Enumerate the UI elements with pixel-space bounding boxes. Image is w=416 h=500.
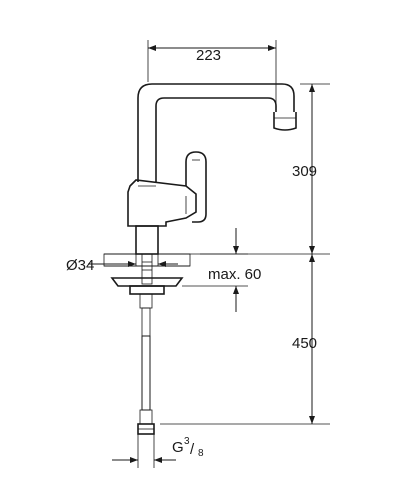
spout-column [137,83,295,182]
dimension-hose-length: 450 [160,254,330,425]
connection-thread-numerator: 3 [184,436,190,447]
dimension-connection-thread: G 3 / 8 [112,434,204,468]
dimension-hole-diameter: Ø34 [66,257,178,274]
supply-hose [137,293,155,435]
connection-thread-label: G [172,439,184,456]
hose-length-label: 450 [292,335,317,352]
faucet [127,83,297,255]
connection-thread-denominator: 8 [198,448,204,459]
dimension-spout-reach: 223 [147,40,277,108]
lever-handle [185,151,207,223]
dimension-height-above-deck: 309 [200,83,330,255]
deck-thickness-label: max. 60 [208,266,261,283]
connection-thread-slash: / [190,441,195,458]
spout-outlet [273,112,297,131]
spout-reach-label: 223 [196,47,221,64]
lower-column [135,225,159,255]
countertop-section [103,253,191,295]
fixing-nut [129,285,165,295]
height-above-deck-label: 309 [292,163,317,180]
spout-column-inner [155,97,277,182]
hole-diameter-label: Ø34 [66,257,94,274]
mixer-body [127,179,197,227]
mounting-plate [110,277,184,287]
dimension-deck-thickness: max. 60 [182,228,261,312]
